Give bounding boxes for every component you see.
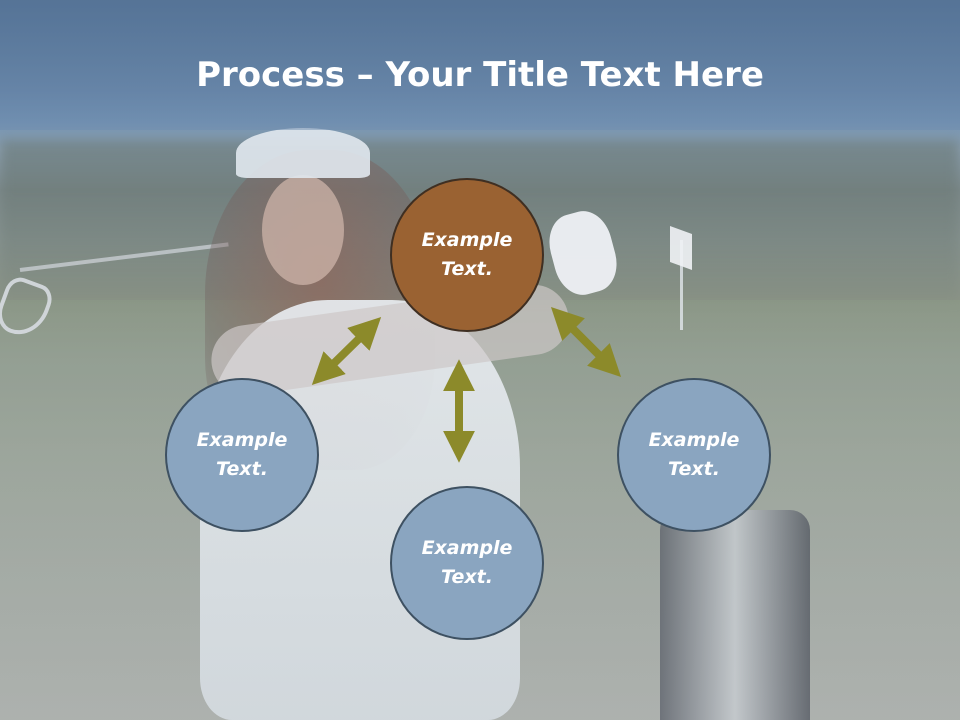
golf-bag bbox=[660, 510, 810, 720]
title-band bbox=[0, 0, 960, 130]
node-top[interactable]: Example Text. bbox=[390, 178, 544, 332]
golfer-cap bbox=[236, 128, 370, 178]
title-rest: – Your Title Text Here bbox=[344, 55, 764, 95]
golfer-face bbox=[262, 175, 344, 285]
slide-title: Process – Your Title Text Here bbox=[0, 50, 960, 100]
flag-pole bbox=[680, 240, 683, 330]
node-bottom[interactable]: Example Text. bbox=[390, 486, 544, 640]
arrow-top-right bbox=[550, 306, 622, 378]
node-right[interactable]: Example Text. bbox=[617, 378, 771, 532]
title-bold: Process bbox=[196, 55, 345, 95]
arrow-top-left bbox=[311, 317, 382, 385]
node-left[interactable]: Example Text. bbox=[165, 378, 319, 532]
